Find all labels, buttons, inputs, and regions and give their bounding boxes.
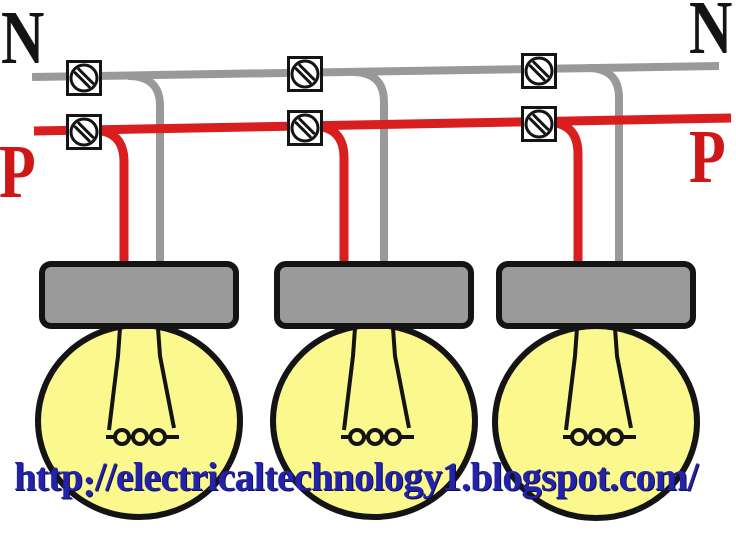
label-phase-left: P bbox=[0, 130, 36, 214]
neutral-line bbox=[31, 62, 720, 81]
terminal-box bbox=[66, 60, 102, 96]
filament-coil bbox=[131, 428, 149, 446]
phase-line bbox=[33, 113, 732, 136]
label-neutral-left: N bbox=[1, 0, 45, 80]
filament-coil bbox=[384, 428, 402, 446]
filament-coil bbox=[606, 428, 624, 446]
watermark-colon: : bbox=[82, 459, 95, 505]
terminal-box bbox=[287, 56, 323, 92]
neutral-branch-wire-2 bbox=[351, 68, 388, 267]
watermark-rest: //electricaltechnology1.blogspot.com/ bbox=[94, 454, 699, 499]
lamp-holder-cap bbox=[274, 261, 474, 329]
terminal-screw-slot bbox=[294, 63, 316, 85]
terminal-screw-head bbox=[290, 59, 320, 89]
neutral-terminal-2-screw-icon bbox=[287, 56, 323, 92]
terminal-screw-slot bbox=[294, 117, 316, 139]
phase-branch-wire-3 bbox=[545, 117, 583, 267]
filament-coil bbox=[366, 428, 384, 446]
terminal-screw-slot bbox=[528, 60, 550, 82]
lamp-1 bbox=[35, 261, 243, 520]
neutral-terminal-1-screw-icon bbox=[66, 60, 102, 96]
neutral-branch-wire-1 bbox=[127, 72, 164, 267]
terminal-screw-slot bbox=[528, 113, 550, 135]
neutral-terminal-3-screw-icon bbox=[521, 53, 557, 89]
filament-coil bbox=[149, 428, 167, 446]
filament-coil bbox=[588, 428, 606, 446]
filament-coil bbox=[570, 428, 588, 446]
lamp-holder-cap bbox=[39, 261, 239, 329]
filament-coil bbox=[113, 428, 131, 446]
phase-terminal-1-screw-icon bbox=[66, 114, 102, 150]
label-phase-right: P bbox=[689, 115, 726, 199]
terminal-box bbox=[287, 110, 323, 146]
phase-branch-wire-2 bbox=[311, 121, 349, 267]
terminal-screw-head bbox=[69, 63, 99, 93]
terminal-screw-head bbox=[69, 117, 99, 147]
filament-coil bbox=[348, 428, 366, 446]
terminal-screw-head bbox=[524, 109, 554, 139]
terminal-screw-slot bbox=[73, 121, 95, 143]
lamp-3 bbox=[492, 261, 700, 521]
watermark-url: http://electricaltechnology1.blogspot.co… bbox=[14, 454, 699, 503]
lamp-2 bbox=[270, 261, 478, 520]
phase-terminal-2-screw-icon bbox=[287, 110, 323, 146]
terminal-screw-head bbox=[290, 113, 320, 143]
terminal-screw-slot bbox=[73, 67, 95, 89]
label-neutral-right: N bbox=[689, 0, 733, 70]
terminal-box bbox=[66, 114, 102, 150]
neutral-branch-wire-3 bbox=[586, 64, 623, 267]
phase-branch-wire-1 bbox=[91, 125, 129, 267]
watermark-protocol: http bbox=[14, 454, 83, 499]
terminal-box bbox=[521, 53, 557, 89]
lamp-holder-cap bbox=[496, 261, 696, 329]
terminal-screw-head bbox=[524, 56, 554, 86]
terminal-box bbox=[521, 106, 557, 142]
phase-terminal-3-screw-icon bbox=[521, 106, 557, 142]
